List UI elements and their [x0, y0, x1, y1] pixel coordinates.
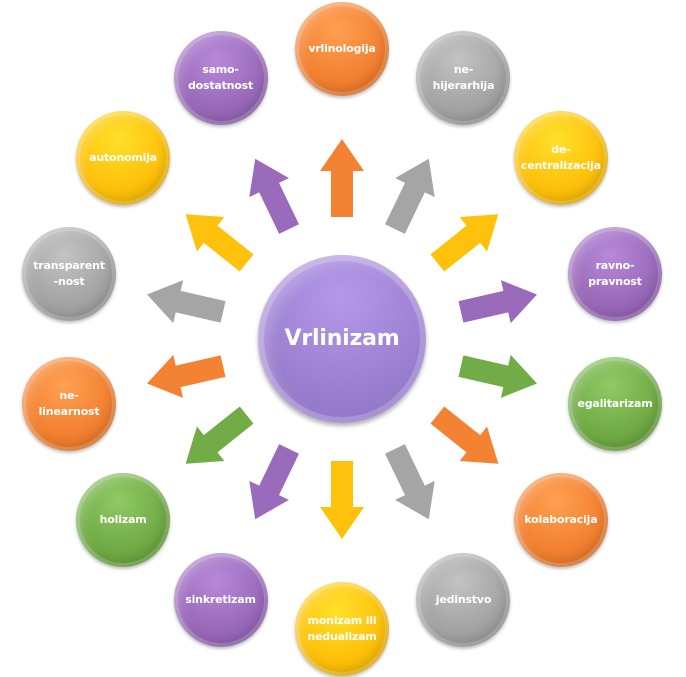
node-label: ne- hijerarhija: [432, 62, 495, 92]
node-label: autonomija: [89, 151, 158, 165]
node-jedinstvo: jedinstvo: [416, 553, 511, 648]
arrow-shape: [147, 280, 226, 324]
node-label: kolaboracija: [524, 512, 598, 526]
arrow-shape: [249, 444, 299, 520]
arrow-11: [147, 280, 226, 324]
arrow-shape: [320, 461, 364, 539]
node-label: transparent -nost: [33, 259, 105, 289]
arrow-shape: [385, 158, 435, 234]
node-sinkretizam: sinkretizam: [173, 553, 268, 648]
arrow-7: [320, 461, 364, 539]
arrow-5: [430, 406, 499, 464]
node-ne-linearnost: ne- linearnost: [22, 356, 117, 451]
arrow-shape: [249, 158, 299, 234]
node-label: ne- linearnost: [38, 388, 100, 418]
center-node: Vrlinizam: [258, 255, 426, 423]
node-label: samo- dostatnost: [187, 62, 254, 92]
node-samo-dostatnost: samo- dostatnost: [173, 30, 268, 125]
node-label: monizam ili nedualizam: [307, 614, 377, 643]
node-de-centralizacija: de- centralizacija: [513, 111, 608, 206]
arrow-shape: [430, 406, 499, 464]
node-autonomija: autonomija: [76, 111, 171, 206]
node-holizam: holizam: [76, 472, 171, 567]
arrow-shape: [320, 139, 364, 217]
center-label: Vrlinizam: [284, 326, 400, 351]
arrow-10: [147, 354, 226, 398]
arrow-2: [430, 214, 499, 272]
arrow-8: [249, 444, 299, 520]
arrow-1: [385, 158, 435, 234]
node-kolaboracija: kolaboracija: [513, 472, 608, 567]
node-label: jedinstvo: [435, 593, 492, 607]
arrow-9: [185, 406, 254, 464]
node-label: holizam: [99, 512, 147, 526]
arrow-shape: [385, 444, 435, 520]
node-label: sinkretizam: [185, 593, 256, 607]
node-label: ravno- pravnost: [588, 259, 642, 289]
arrow-0: [320, 139, 364, 217]
node-vrlinologija: vrlinologija: [295, 2, 389, 96]
arrow-12: [185, 214, 254, 272]
node-ravno-pravnost: ravno- pravnost: [567, 227, 662, 322]
arrow-6: [385, 444, 435, 520]
node-ne-hijerarhija: ne- hijerarhija: [416, 30, 511, 125]
arrow-shape: [458, 280, 537, 324]
arrow-4: [458, 354, 537, 398]
arrow-3: [458, 280, 537, 324]
node-transparent-nost: transparent -nost: [22, 227, 117, 322]
arrow-shape: [147, 354, 226, 398]
node-egalitarizam: egalitarizam: [567, 356, 662, 451]
node-label: egalitarizam: [577, 396, 653, 410]
node-label: de- centralizacija: [520, 143, 601, 173]
node-monizam-ilinedualizam: monizam ili nedualizam: [295, 582, 389, 676]
arrow-13: [249, 158, 299, 234]
node-label: vrlinologija: [308, 42, 376, 55]
arrow-shape: [185, 214, 254, 272]
arrow-shape: [458, 354, 537, 398]
arrow-shape: [430, 214, 499, 272]
arrow-shape: [185, 406, 254, 464]
